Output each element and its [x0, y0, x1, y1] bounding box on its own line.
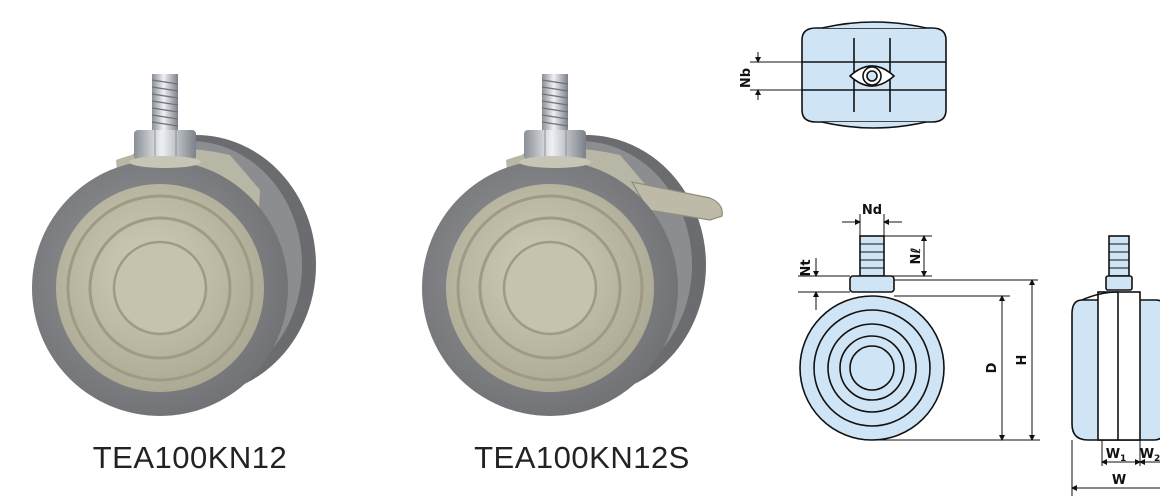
- top-view: [801, 21, 947, 129]
- product-caption: TEA100KN12S: [474, 440, 690, 475]
- side-view: [799, 235, 945, 441]
- caster-photo-tea100kn12s: [422, 74, 723, 416]
- front-wheel: [422, 160, 678, 416]
- label-nb: Nb: [739, 68, 754, 88]
- dimension-nb: [750, 52, 802, 100]
- label-w: W: [1112, 473, 1126, 488]
- label-nt: Nt: [799, 259, 814, 276]
- label-nl: Nℓ: [909, 247, 924, 264]
- threaded-stem: [519, 74, 591, 168]
- dimension-lines-side: [798, 214, 1040, 441]
- label-h: H: [1015, 355, 1030, 366]
- product-caption: TEA100KN12: [92, 440, 288, 475]
- caster-photo-tea100kn12: [32, 74, 316, 416]
- brake-lever: [630, 181, 723, 221]
- front-wheel: [32, 160, 288, 416]
- dimension-lines-front: [1071, 440, 1160, 496]
- label-w2: W2: [1140, 447, 1160, 464]
- threaded-stem: [129, 74, 201, 168]
- label-d: D: [985, 362, 1000, 373]
- front-view: [1071, 235, 1160, 441]
- dimension-drawings: Nb: [739, 21, 1160, 496]
- label-w1: W1: [1106, 447, 1127, 464]
- label-nd: Nd: [862, 203, 882, 218]
